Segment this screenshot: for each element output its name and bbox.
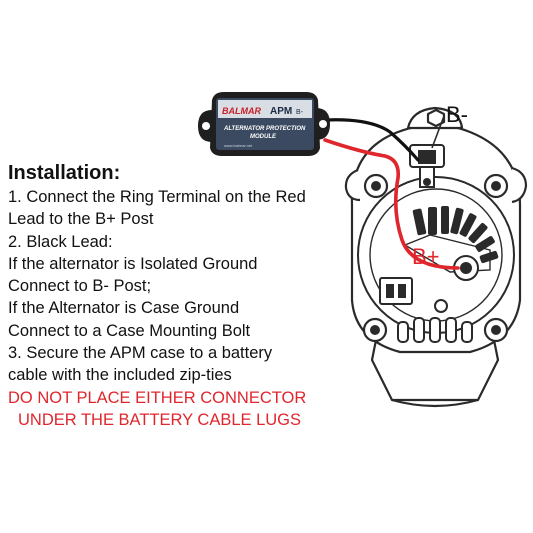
black-wire — [323, 118, 420, 162]
instruction-line: 2. Black Lead: — [8, 232, 113, 251]
vent-slots — [397, 317, 473, 343]
alternator-housing-rim — [391, 398, 479, 408]
installation-instructions: Installation: 1. Connect the Ring Termin… — [8, 160, 368, 431]
module-name-line2: MODULE — [250, 134, 277, 140]
instruction-line: Connect to a Case Mounting Bolt — [8, 321, 251, 340]
b-plus-post — [453, 255, 479, 281]
small-terminal-stud — [434, 299, 448, 313]
b-minus-leader — [431, 115, 445, 149]
red-wire — [323, 138, 460, 270]
module-website: www.balmar.net — [224, 143, 253, 148]
instruction-line: 1. Connect the Ring Terminal on the Red — [8, 188, 306, 206]
rectifier-slots — [412, 206, 499, 264]
warning-line: DO NOT PLACE EITHER CONNECTOR — [8, 388, 307, 407]
module-brand: BALMAR — [222, 106, 261, 116]
instruction-line: If the Alternator is Case Ground — [8, 299, 240, 318]
regulator-plug — [379, 277, 413, 305]
warning-line: UNDER THE BATTERY CABLE LUGS — [18, 410, 302, 429]
instruction-line: If the alternator is Isolated Ground — [8, 254, 258, 273]
instructions-title: Installation: — [8, 162, 121, 184]
instruction-line: Lead to the B+ Post — [8, 210, 154, 229]
module-model-suffix: B- — [296, 109, 304, 116]
instruction-line: Connect to B- Post; — [8, 277, 152, 296]
instruction-line: 3. Secure the APM case to a battery — [8, 344, 273, 363]
alternator-mount-ear-right — [511, 166, 528, 204]
module-model: APM — [270, 106, 292, 117]
b-minus-label: B- — [446, 102, 468, 127]
module-name-line1: ALTERNATOR PROTECTION — [223, 126, 306, 132]
b-plus-label: B+ — [412, 244, 440, 269]
instruction-line: cable with the included zip-ties — [8, 366, 232, 385]
alternator-mount-ear-left — [344, 168, 361, 202]
apm-module: BALMAR APM B- ALTERNATOR PROTECTION MODU… — [198, 92, 330, 156]
